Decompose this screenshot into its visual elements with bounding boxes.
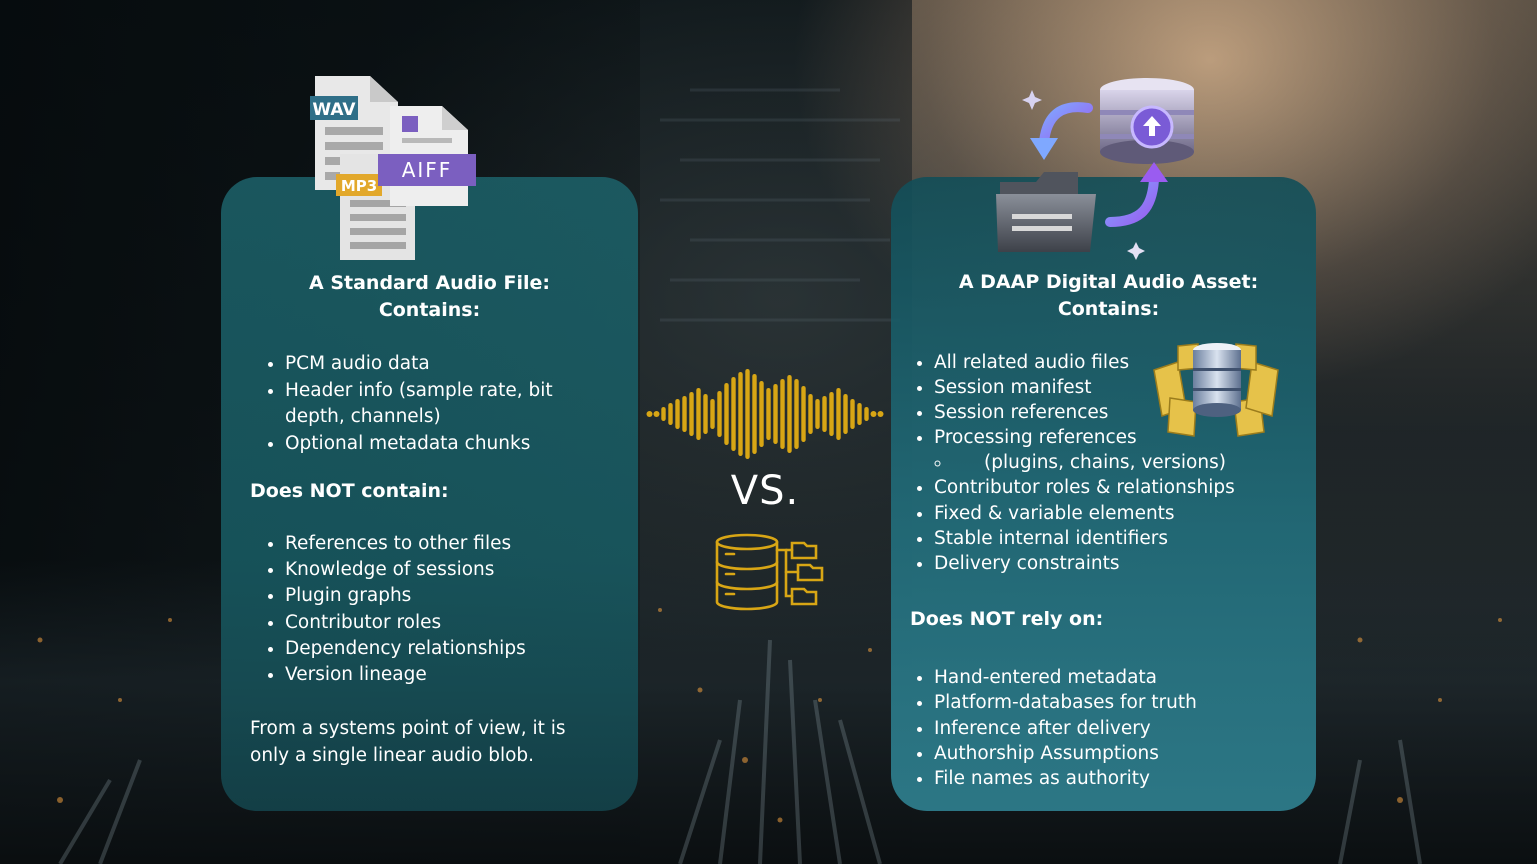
waveform-icon [646,369,884,459]
list-item: Contributor roles & relationships [934,475,1334,500]
list-item: Hand-entered metadata [934,665,1334,690]
list-item: Platform-databases for truth [934,690,1334,715]
waveform-bar [829,392,834,436]
waveform-bar [822,396,827,432]
right-heading-line2: Contains: [1057,298,1160,320]
list-item: References to other files [285,531,645,557]
right-not-rely-list: Hand-entered metadata Platform-databases… [900,665,1334,791]
waveform-bar [653,411,660,417]
aiff-file-icon: AIFF [378,106,476,206]
list-item: Session references [934,400,1334,425]
list-subitem: (plugins, chains, versions) [952,450,1334,475]
list-item: Processing references [934,425,1334,450]
list-item: Contributor roles [285,610,645,636]
wav-label: WAV [312,100,356,120]
waveform-bar [738,372,743,456]
waveform-bar [787,375,792,453]
waveform-bar [857,403,862,425]
waveform-bar [836,388,841,440]
waveform-bar [843,394,848,434]
waveform-bar [808,394,813,434]
left-heading-line1: A Standard Audio File: [309,272,550,294]
list-item: PCM audio data [285,351,645,378]
list-item: Plugin graphs [285,583,645,609]
list-item: File names as authority [934,766,1334,791]
waveform-bar [864,407,869,421]
right-heading: A DAAP Digital Audio Asset: Contains: [891,269,1326,323]
left-heading: A Standard Audio File: Contains: [221,270,638,324]
folder-database-sync-icon [996,78,1194,260]
waveform-bar [731,377,736,451]
waveform-bar [801,386,806,442]
waveform-bar [870,411,877,417]
waveform-bar [877,411,884,417]
waveform-bar [773,384,778,444]
audio-file-formats-icon: WAV MP3 AIFF [310,76,476,260]
waveform-bar [710,399,715,429]
list-item: Version lineage [285,662,645,688]
waveform-bar [682,396,687,432]
waveform-bar [675,399,680,429]
database-folders-icon [1153,343,1279,437]
list-item: Knowledge of sessions [285,557,645,583]
standard-audio-file-panel [221,177,638,811]
waveform-bar [661,407,666,421]
waveform-bar [780,379,785,449]
waveform-bar [689,392,694,436]
waveform-bar [752,374,757,454]
waveform-bar [724,383,729,445]
left-not-contain-list: References to other files Knowledge of s… [251,531,645,688]
right-heading-line1: A DAAP Digital Audio Asset: [958,271,1259,293]
daap-audio-asset-panel [891,177,1316,811]
waveform-bar [850,399,855,429]
right-not-rely-heading: Does NOT rely on: [910,608,1104,630]
mp3-label: MP3 [341,177,377,195]
list-item: Delivery constraints [934,551,1334,576]
left-not-contain-heading: Does NOT contain: [250,480,449,502]
list-item: All related audio files [934,350,1334,375]
waveform-bar [668,403,673,425]
waveform-bar [745,369,750,459]
database-network-icon [715,533,824,611]
waveform-bar [766,388,771,440]
left-summary: From a systems point of view, it is only… [250,718,566,766]
waveform-bar [703,394,708,434]
waveform-bar [696,388,701,440]
waveform-bar [794,379,799,449]
left-heading-line2: Contains: [378,299,481,321]
list-item: Header info (sample rate, bit depth, cha… [285,378,645,431]
right-contains-list: All related audio files Session manifest… [900,350,1334,576]
waveform-bar [759,381,764,447]
waveform-bar [717,391,722,437]
list-item: Optional metadata chunks [285,431,645,458]
waveform-bar [646,411,653,417]
list-item: Inference after delivery [934,716,1334,741]
vs-label: VS. [730,468,800,514]
list-item: Authorship Assumptions [934,741,1334,766]
aiff-label: AIFF [402,158,453,182]
left-contains-list: PCM audio data Header info (sample rate,… [251,351,645,457]
list-item: Fixed & variable elements [934,501,1334,526]
list-item: Dependency relationships [285,636,645,662]
waveform-bar [815,399,820,429]
list-item: Stable internal identifiers [934,526,1334,551]
list-item: Session manifest [934,375,1334,400]
